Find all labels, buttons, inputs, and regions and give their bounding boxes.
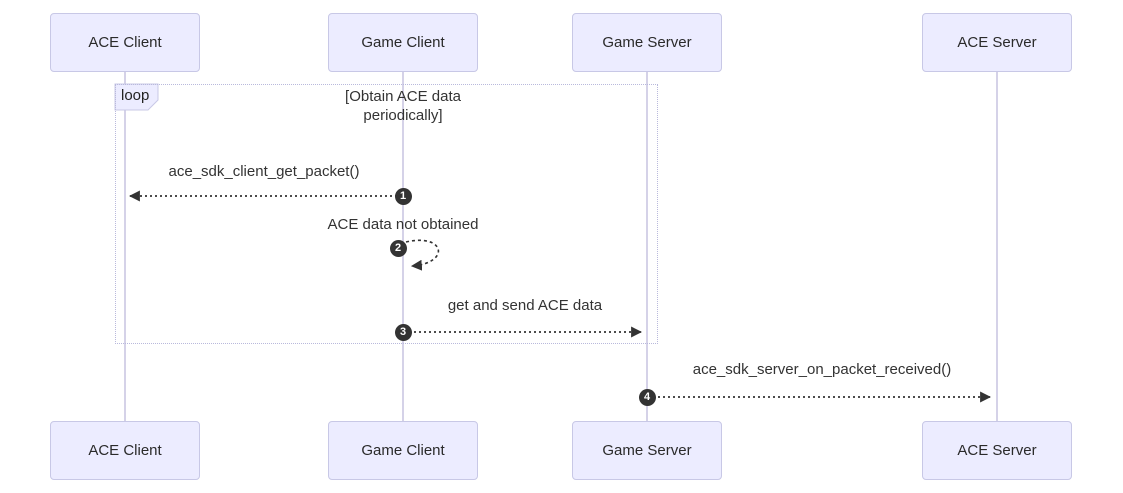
message-label-4: ace_sdk_server_on_packet_received() <box>692 361 952 378</box>
loop-label: loop <box>121 87 150 104</box>
actor-top-game-client: Game Client <box>328 13 478 72</box>
actor-bottom-game-client: Game Client <box>328 421 478 480</box>
seq-badge-1: 1 <box>394 187 412 205</box>
loop-frame <box>115 84 658 344</box>
seq-badge-2: 2 <box>389 239 407 257</box>
message-label-1: ace_sdk_client_get_packet() <box>168 163 360 180</box>
loop-condition: [Obtain ACE data periodically] <box>345 88 461 124</box>
actor-top-ace-client: ACE Client <box>50 13 200 72</box>
actor-top-game-server: Game Server <box>572 13 722 72</box>
message-label-2: ACE data not obtained <box>327 216 479 233</box>
seq-badge-3: 3 <box>394 323 412 341</box>
actor-bottom-ace-client: ACE Client <box>50 421 200 480</box>
actor-bottom-ace-server: ACE Server <box>922 421 1072 480</box>
actor-top-ace-server: ACE Server <box>922 13 1072 72</box>
seq-badge-4: 4 <box>638 388 656 406</box>
actor-bottom-game-server: Game Server <box>572 421 722 480</box>
message-label-3: get and send ACE data <box>447 297 603 314</box>
